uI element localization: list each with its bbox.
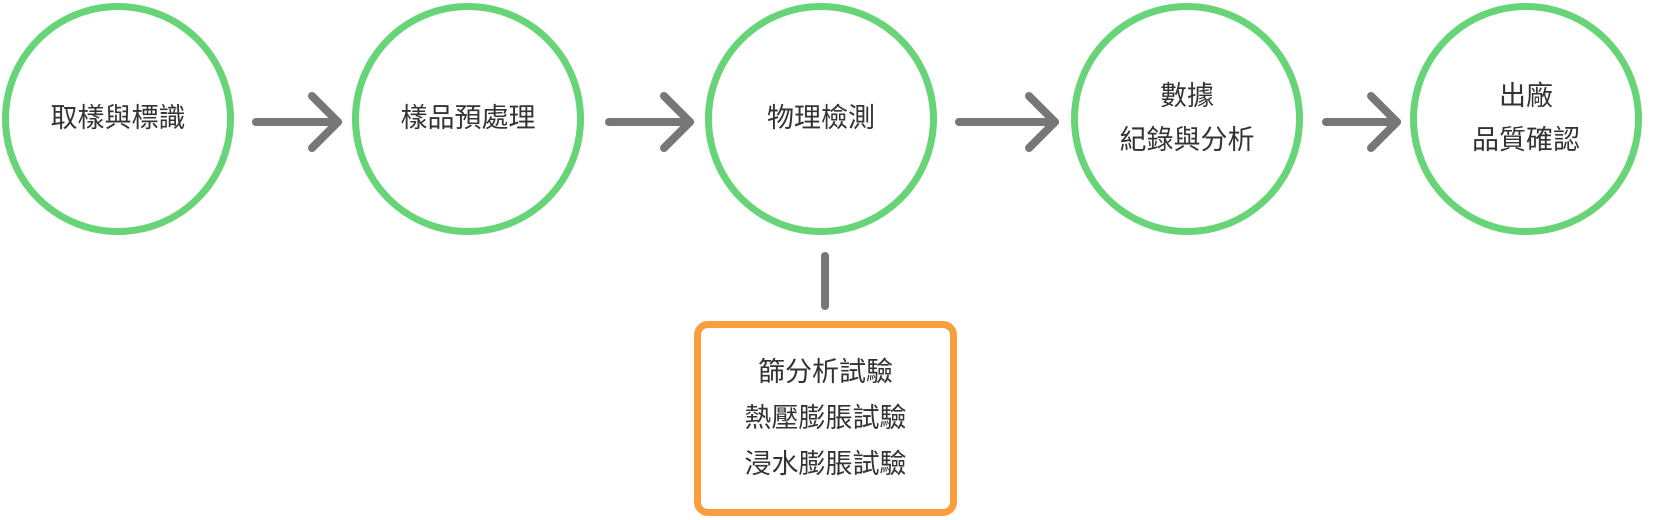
step-physical-testing: 物理檢測: [705, 3, 937, 235]
step-pretreatment: 樣品預處理: [352, 3, 584, 235]
step-label: 數據: [1160, 81, 1214, 112]
step-label: 物理檢測: [767, 103, 875, 134]
test-item: 熱壓膨脹試驗: [744, 402, 907, 434]
arrow-4: [1322, 92, 1401, 152]
step-sampling: 取樣與標識: [2, 3, 234, 235]
step-label: 出廠: [1499, 81, 1553, 112]
step-data-analysis: 數據紀錄與分析: [1071, 3, 1303, 235]
step-label: 取樣與標識: [50, 103, 186, 134]
step-label: 品質確認: [1472, 125, 1580, 156]
test-item: 浸水膨脹試驗: [744, 448, 907, 480]
arrow-1: [252, 92, 342, 152]
test-item: 篩分析試驗: [758, 356, 893, 388]
arrow-3: [955, 92, 1059, 152]
test-list-box: 篩分析試驗 熱壓膨脹試驗 浸水膨脹試驗: [694, 321, 957, 516]
step-quality-check: 出廠品質確認: [1410, 3, 1642, 235]
step-label: 紀錄與分析: [1119, 125, 1255, 156]
step-label: 樣品預處理: [400, 103, 536, 134]
arrow-2: [605, 92, 694, 152]
